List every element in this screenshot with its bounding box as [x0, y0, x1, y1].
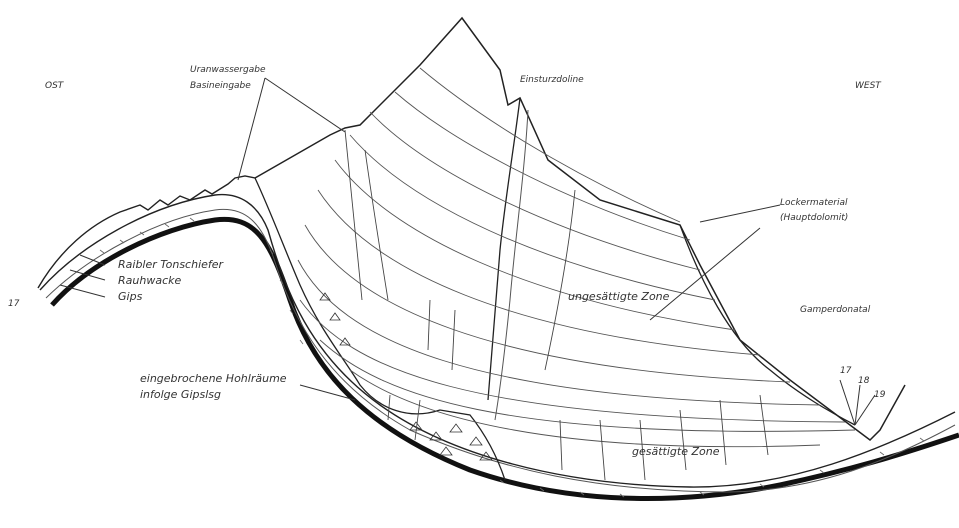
label-eingebrochene-hohlraeume: eingebrochene Hohlräume: [140, 372, 287, 385]
label-lockermaterial: Lockermaterial: [780, 198, 848, 208]
label-gamperdonatal: Gamperdonatal: [800, 305, 871, 315]
label-infolge-gipslsg: infolge Gipslsg: [140, 388, 221, 401]
valley-wall: [680, 225, 855, 425]
label-rauhwacke: Rauhwacke: [118, 274, 181, 287]
label-hauptdolomit: (Hauptdolomit): [780, 213, 848, 223]
fissures: [345, 130, 768, 480]
label-einsturzdoline: Einsturzdoline: [520, 75, 584, 85]
label-raibler-tonschiefer: Raibler Tonschiefer: [118, 258, 225, 271]
label-left-marker: 17: [8, 299, 20, 309]
label-gips: Gips: [118, 290, 143, 303]
label-basineingabe: Basineingabe: [190, 81, 251, 91]
breccia-zone-boundary: [255, 178, 505, 480]
label-right-marker-1: 17: [840, 366, 852, 376]
label-right-marker-2: 18: [858, 376, 870, 386]
rauhwacke-band-top: [40, 195, 955, 487]
label-gesaettigte-zone: gesättigte Zone: [632, 445, 720, 458]
label-west: WEST: [855, 81, 882, 91]
label-uranwassergabe: Uranwassergabe: [190, 65, 266, 75]
ground-surface-left: [38, 176, 255, 288]
gypsum-hatching: [100, 218, 924, 497]
label-ost: OST: [45, 81, 65, 91]
label-right-marker-3: 19: [874, 390, 886, 400]
label-ungesaettigte-zone: ungesättigte Zone: [568, 290, 670, 303]
